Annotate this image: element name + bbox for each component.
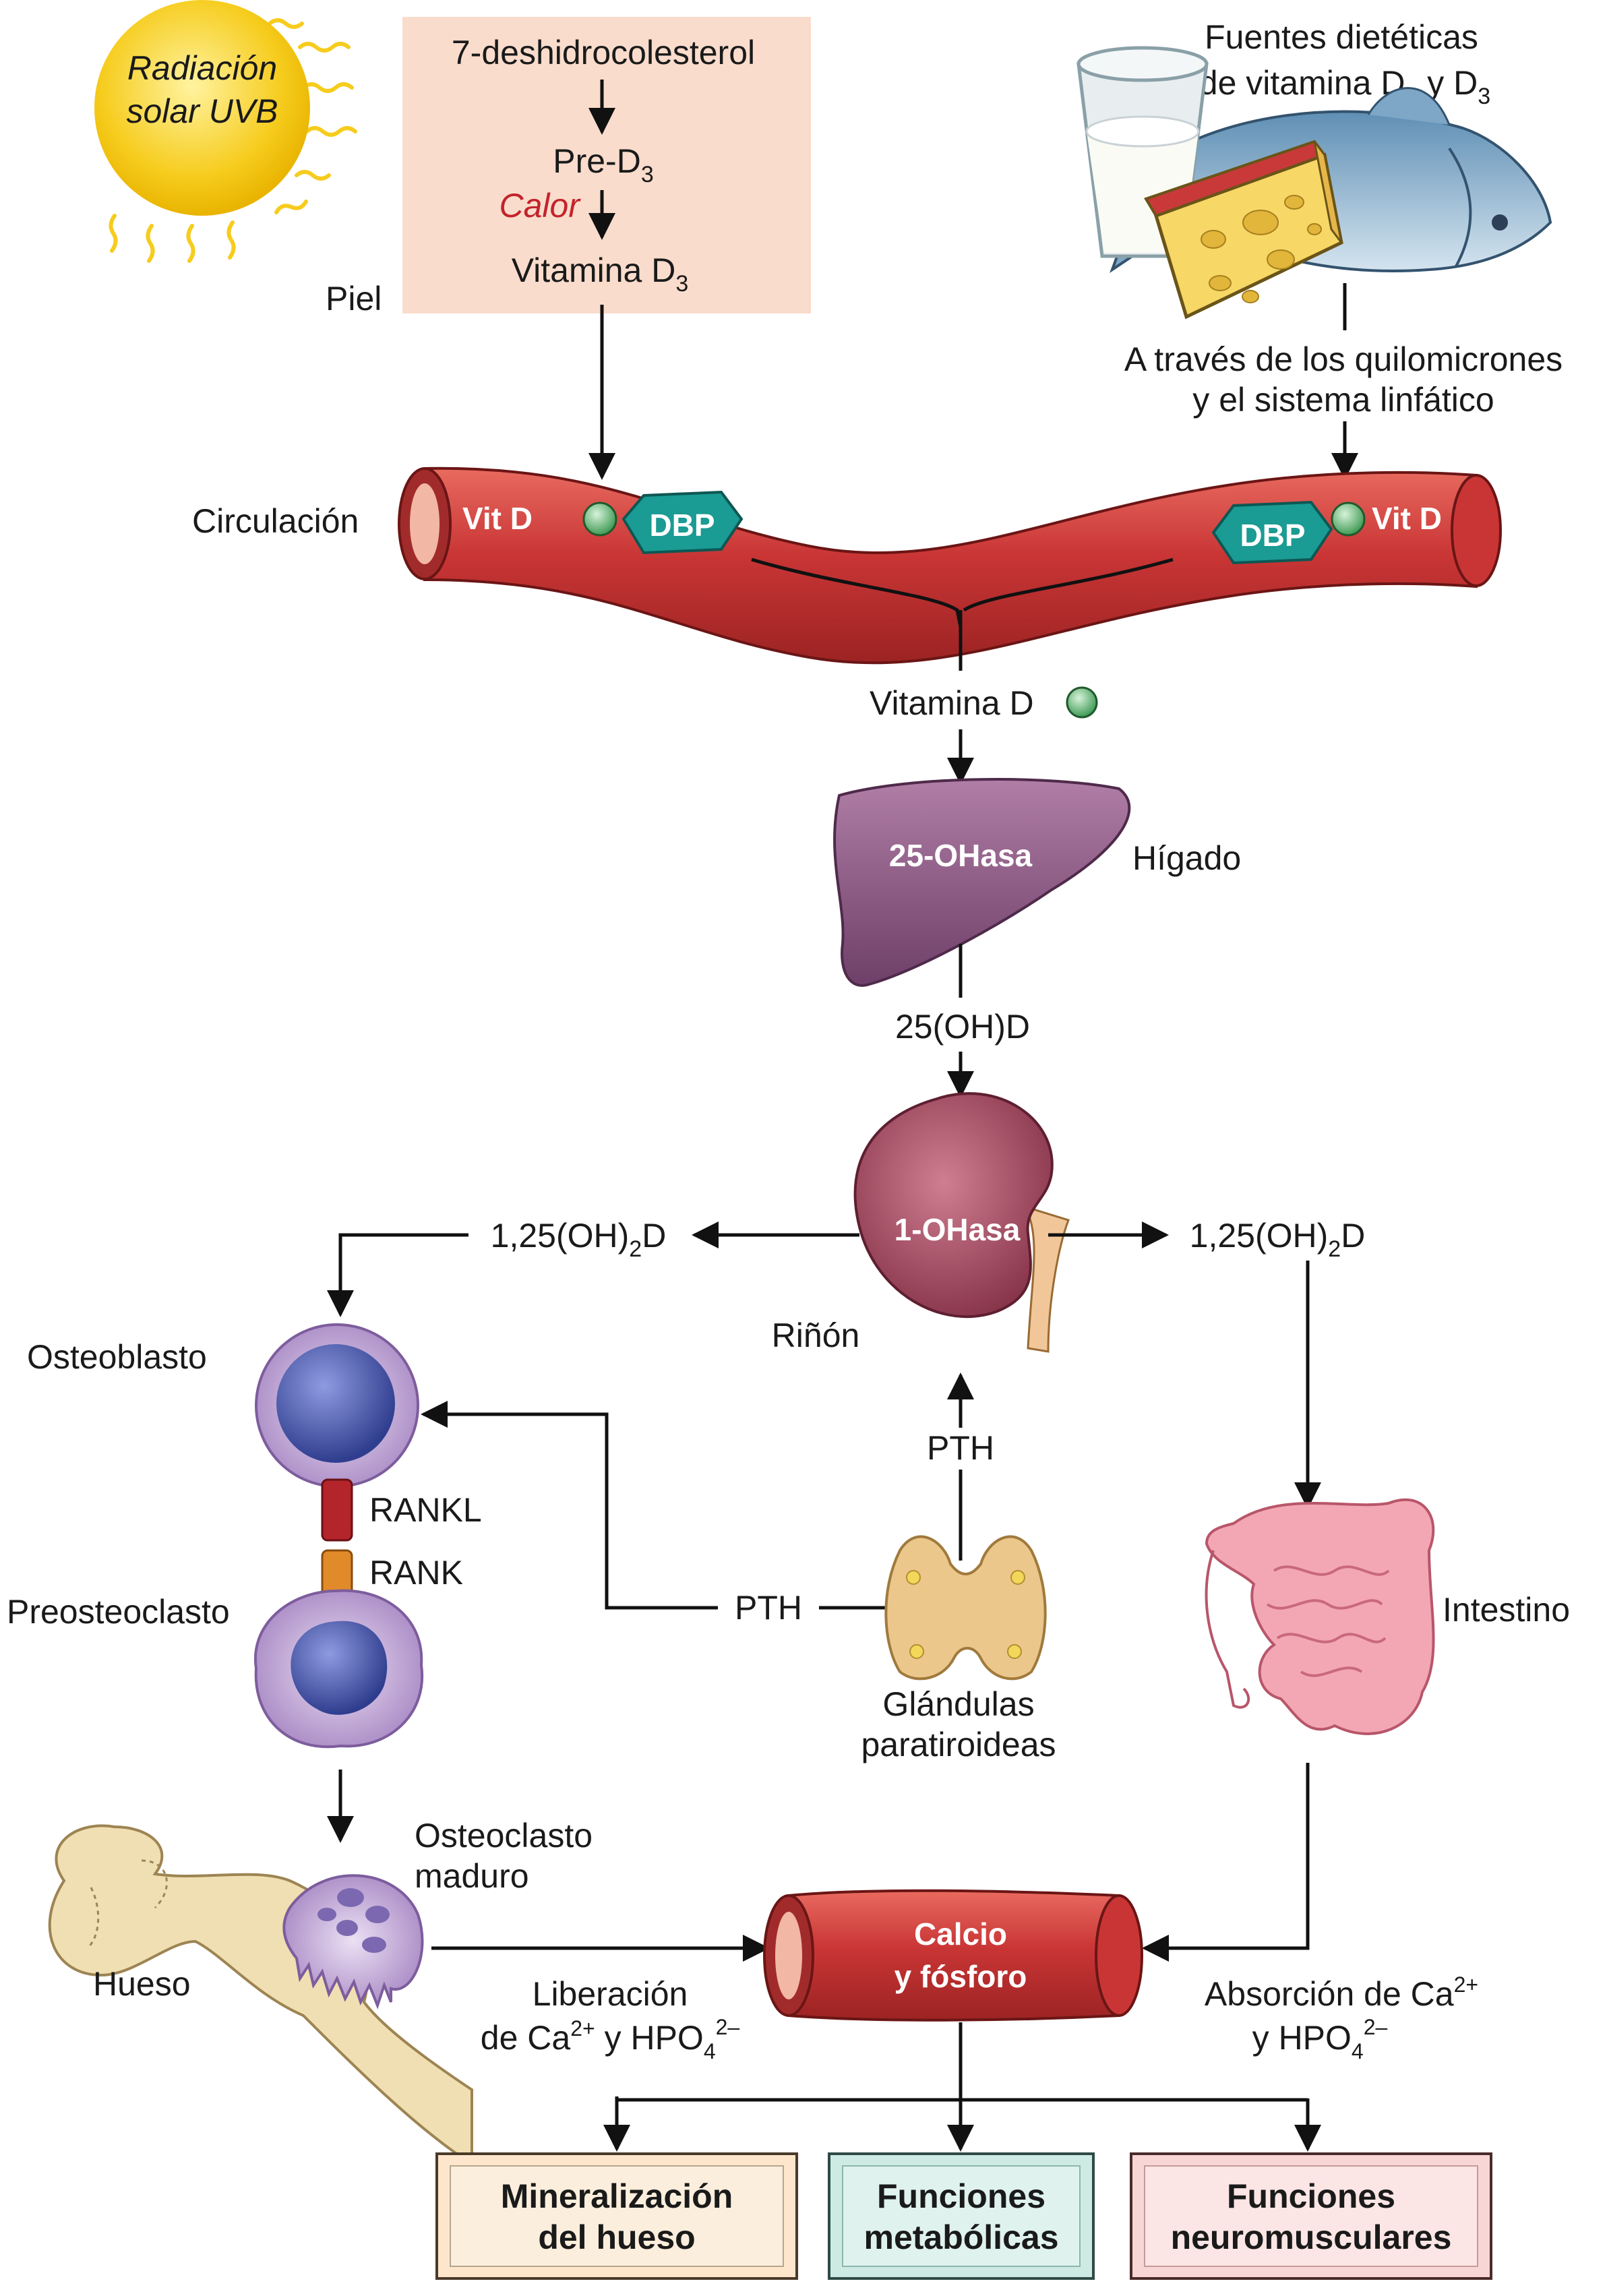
preosteoclast-label: Preosteoclasto xyxy=(7,1593,230,1631)
arrow-to-osteoblast xyxy=(327,1233,468,1317)
vitd-bead-left xyxy=(582,502,617,537)
osteoblast-cell xyxy=(255,1323,419,1488)
gland-label-line2: paratiroideas xyxy=(861,1726,1056,1763)
vitd-label-left: Vit D xyxy=(462,501,533,536)
gland-label-line1: Glándulas xyxy=(882,1685,1034,1723)
outcome-bone-line1: Mineralización xyxy=(501,2177,733,2215)
bone-label: Hueso xyxy=(93,1965,191,2003)
osteoclast-cell xyxy=(282,1874,424,2010)
absorption-line1: Absorción de Ca2+ xyxy=(1205,1972,1478,2013)
calcium-label-line1: Calcio xyxy=(914,1916,1007,1952)
pth-label-bg-up xyxy=(917,1428,1004,1470)
skin-label: Piel xyxy=(326,280,382,318)
outcome-neuro-line1: Funciones xyxy=(1227,2177,1395,2215)
osteoclast-label-line2: maduro xyxy=(415,1857,529,1895)
pth-label-up: PTH xyxy=(927,1429,994,1467)
parathyroid-gland-icon xyxy=(884,1535,1047,1681)
osteoclast-label-line1: Osteoclasto xyxy=(415,1817,593,1854)
outcome-box-bone xyxy=(435,2152,798,2280)
arrow-intestine-to-calcium xyxy=(1142,1763,1310,1962)
outcome-metabolic-line2: metabólicas xyxy=(863,2218,1058,2256)
heat-label: Calor xyxy=(499,187,582,224)
bone-icon xyxy=(48,1824,473,2167)
outcome-box-neuromuscular xyxy=(1130,2152,1492,2280)
skin-step1: 7-deshidrocolesterol xyxy=(452,34,755,71)
intestine-icon xyxy=(1205,1498,1435,1735)
calcium-vessel xyxy=(763,1889,1143,2022)
merge-brace xyxy=(751,557,1174,628)
blood-vessel xyxy=(398,466,1502,665)
diet-route-line1: A través de los quilomicrones xyxy=(1124,340,1563,378)
liver-label: Hígado xyxy=(1132,839,1241,877)
dbp-right xyxy=(1211,500,1333,565)
sun-label-line1: Radiación xyxy=(127,49,277,87)
dbp-label-right: DBP xyxy=(1240,518,1305,553)
absorption-line2: y HPO42– xyxy=(1252,2015,1388,2063)
outcome-box-metabolic xyxy=(828,2152,1095,2280)
arrow-pth-to-osteoblast xyxy=(421,1401,718,1610)
calcium-label-line2: y fósforo xyxy=(895,1959,1027,1994)
circulation-label: Circulación xyxy=(192,502,359,540)
diet-route-line2: y el sistema linfático xyxy=(1192,381,1494,419)
osteoblast-label: Osteoblasto xyxy=(27,1338,207,1376)
kidney-product-right: 1,25(OH)2D xyxy=(1190,1217,1366,1262)
rankl-label: RANKL xyxy=(369,1491,482,1529)
rank-label: RANK xyxy=(369,1554,463,1592)
pth-label-left: PTH xyxy=(735,1589,802,1627)
dbp-left xyxy=(621,490,744,555)
kidney-label: Riñón xyxy=(772,1317,860,1354)
liver-enzyme: 25-OHasa xyxy=(889,838,1033,873)
diet-label-line1: Fuentes dietéticas xyxy=(1205,18,1478,56)
liver-icon xyxy=(833,778,1131,987)
skin-step3: Vitamina D3 xyxy=(512,251,689,297)
vitd-bead-output xyxy=(1066,686,1098,719)
preosteoclast-cell xyxy=(253,1589,424,1749)
cheese-icon xyxy=(1144,140,1343,320)
outcome-bone-line2: del hueso xyxy=(538,2218,695,2256)
vitd-bead-right xyxy=(1331,502,1366,537)
vitamin-d-output-label: Vitamina D xyxy=(870,684,1034,722)
vitd-label-right: Vit D xyxy=(1372,501,1442,536)
outcome-neuro-line2: neuromusculares xyxy=(1171,2218,1452,2256)
kidney-product-left: 1,25(OH)2D xyxy=(491,1217,667,1262)
sun-label-line2: solar UVB xyxy=(126,92,278,130)
outcome-metabolic-line1: Funciones xyxy=(877,2177,1045,2215)
diet-label-line2: de vitamina D2 y D3 xyxy=(1199,64,1490,109)
skin-step2: Pre-D3 xyxy=(553,142,654,187)
release-line2: de Ca2+ y HPO42– xyxy=(481,2015,740,2063)
liver-product: 25(OH)D xyxy=(895,1008,1030,1046)
kidney-enzyme: 1-OHasa xyxy=(895,1212,1021,1247)
sun-icon xyxy=(94,0,357,263)
kidney-icon xyxy=(853,1092,1070,1353)
skin-box xyxy=(402,17,811,313)
rankl-rank-receptor xyxy=(321,1478,353,1599)
release-line1: Liberación xyxy=(533,1975,688,2013)
intestine-label: Intestino xyxy=(1443,1591,1570,1629)
dbp-label-left: DBP xyxy=(649,508,715,543)
